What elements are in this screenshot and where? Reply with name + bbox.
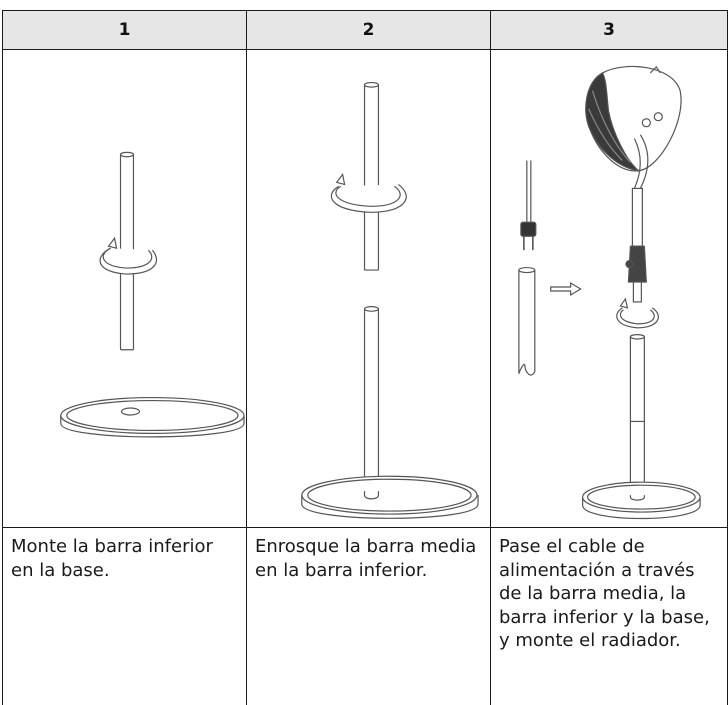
- step-1-illustration: [3, 50, 246, 527]
- bottom-pole: [365, 309, 379, 491]
- step-2-illustration-cell: [247, 50, 491, 528]
- illustration-row: [3, 50, 728, 528]
- middle-pole-section: [519, 270, 535, 375]
- base-disc: [302, 476, 478, 518]
- step-1-text: Monte la barra inferior en la base.: [3, 528, 247, 705]
- step-3-illustration-cell: [491, 50, 728, 528]
- step-1-number: 1: [3, 11, 247, 50]
- step-3-illustration: [491, 50, 727, 527]
- base-disc: [61, 398, 244, 437]
- step-2-number: 2: [247, 11, 491, 50]
- step-3-text: Pase el cable de alimentación a través d…: [491, 528, 728, 705]
- heater-head: [586, 66, 681, 188]
- rotate-arrow-icon: [617, 299, 659, 328]
- power-plug-icon: [521, 161, 536, 251]
- instruction-row: Monte la barra inferior en la base. Enro…: [3, 528, 728, 705]
- pole-connector: [626, 246, 646, 282]
- step-1-illustration-cell: [3, 50, 247, 528]
- assembly-steps-table: 1 2 3: [2, 10, 728, 705]
- header-row: 1 2 3: [3, 11, 728, 50]
- step-2-illustration: [247, 50, 490, 527]
- step-2-text: Enrosque la barra media en la barra infe…: [247, 528, 491, 705]
- middle-pole: [365, 85, 379, 270]
- step-3-number: 3: [491, 11, 728, 50]
- base-disc: [583, 482, 701, 518]
- right-arrow-icon: [551, 283, 581, 295]
